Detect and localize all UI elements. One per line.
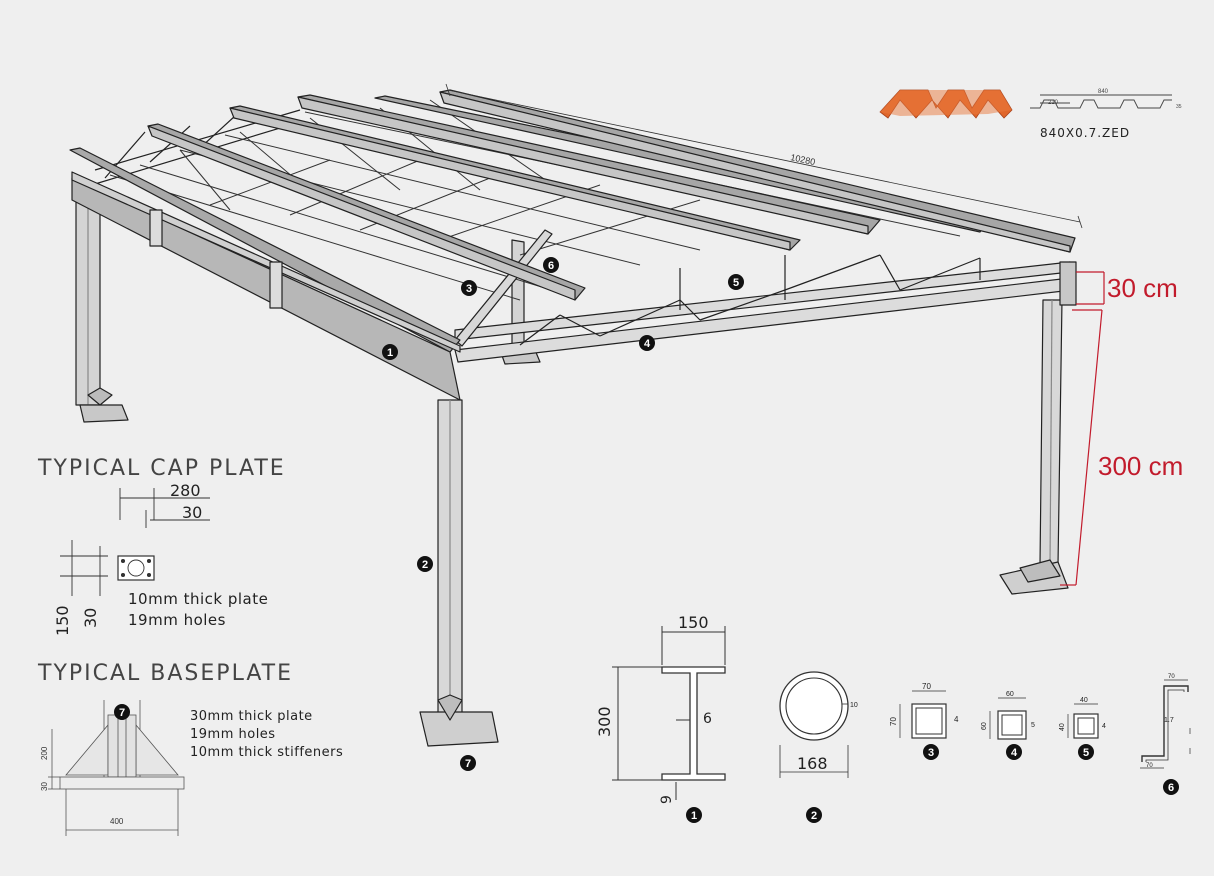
svg-text:7: 7 — [465, 758, 471, 770]
section-square-60 — [989, 697, 1027, 740]
column-height-label: 300 cm — [1098, 451, 1183, 481]
base-note-3: 10mm thick stiffeners — [190, 745, 343, 760]
ibeam-dim-width: 150 — [678, 613, 709, 632]
truss-depth-label: 30 cm — [1107, 273, 1178, 303]
sq70-dim-height: 70 — [889, 717, 898, 726]
ibeam-dim-flange: 9 — [659, 795, 675, 804]
cap-note-2: 19mm holes — [128, 611, 226, 629]
section-tag-1: 1 — [686, 807, 702, 823]
overall-length-label: 10280 — [790, 152, 817, 167]
main-ibeam — [69, 147, 461, 401]
section-tag-6: 6 — [1163, 779, 1179, 795]
callout-5: 5 — [728, 274, 744, 290]
zed-dim-middle: 1.7 — [1164, 717, 1174, 724]
zed-dim-bottom: 70 — [1146, 763, 1153, 769]
section-tag-2: 2 — [806, 807, 822, 823]
sq60-dim-height: 60 — [981, 722, 988, 730]
cap-plate-drawing — [60, 488, 210, 596]
column-front-right — [999, 299, 1069, 595]
roof-dim-height: 35 — [1176, 104, 1182, 110]
svg-text:2: 2 — [422, 559, 428, 571]
section-ibeam — [612, 626, 726, 800]
roof-dim-pitch: 210 — [1048, 100, 1059, 106]
sq40-dim-width: 40 — [1080, 697, 1088, 704]
section-zed — [1140, 679, 1191, 769]
callout-6: 6 — [543, 257, 559, 273]
section-square-70 — [899, 690, 947, 739]
roof-profile-label: 840X0.7.ZED — [1040, 126, 1130, 140]
base-note-1: 30mm thick plate — [190, 709, 313, 724]
baseplate-callout-7: 7 — [114, 704, 130, 720]
svg-text:5: 5 — [733, 277, 739, 289]
svg-text:6: 6 — [1168, 782, 1174, 794]
sq60-dim-thickness: 5 — [1031, 722, 1035, 729]
ibeam-dim-web: 6 — [703, 711, 712, 727]
cap-note-1: 10mm thick plate — [128, 590, 268, 608]
pipe-dim-thickness: 10 — [850, 702, 858, 709]
svg-text:4: 4 — [644, 338, 651, 350]
baseplate-drawing — [48, 700, 185, 836]
svg-text:5: 5 — [1083, 747, 1089, 759]
sq60-dim-width: 60 — [1006, 691, 1014, 698]
ibeam-dim-height: 300 — [595, 706, 614, 737]
roof-profile-section — [1030, 94, 1172, 109]
column-front-left — [419, 399, 499, 747]
sq40-dim-height: 40 — [1059, 723, 1066, 731]
section-tag-3: 3 — [923, 744, 939, 760]
base-dim-thickness: 30 — [40, 782, 49, 791]
steel-structure-3d — [69, 89, 1077, 747]
callout-2: 2 — [417, 556, 433, 572]
roof-dim-total: 840 — [1098, 89, 1109, 95]
base-note-2: 19mm holes — [190, 727, 276, 742]
beam-right-end — [1059, 261, 1077, 306]
svg-text:4: 4 — [1011, 747, 1018, 759]
cap-dim-height: 150 — [53, 605, 72, 636]
callout-4: 4 — [639, 335, 655, 351]
section-tag-4: 4 — [1006, 744, 1022, 760]
purlins — [147, 89, 1076, 301]
svg-text:3: 3 — [928, 747, 934, 759]
sq40-dim-thickness: 4 — [1102, 723, 1106, 730]
roof-sheet-icon — [879, 89, 1013, 119]
section-tag-5: 5 — [1078, 744, 1094, 760]
svg-text:2: 2 — [811, 810, 817, 822]
section-square-40 — [1067, 703, 1099, 739]
baseplate-title: TYPICAL BASEPLATE — [37, 661, 293, 686]
column-back-left — [75, 194, 129, 423]
pipe-dim-diameter: 168 — [797, 754, 828, 773]
base-dim-width: 400 — [110, 817, 124, 826]
callout-1: 1 — [382, 344, 398, 360]
svg-text:3: 3 — [466, 283, 472, 295]
svg-text:1: 1 — [691, 810, 697, 822]
svg-text:1: 1 — [387, 347, 393, 359]
zed-dim-top: 70 — [1168, 674, 1175, 680]
cap-plate-title: TYPICAL CAP PLATE — [37, 456, 286, 481]
height-dimensions — [1060, 271, 1105, 586]
base-dim-height: 200 — [40, 746, 49, 760]
svg-text:7: 7 — [119, 707, 125, 719]
cap-dim-hole-vert: 30 — [81, 608, 100, 628]
sq70-dim-width: 70 — [922, 682, 931, 691]
sq70-dim-thickness: 4 — [954, 715, 959, 724]
callout-3: 3 — [461, 280, 477, 296]
callout-7: 7 — [460, 755, 476, 771]
section-pipe — [779, 671, 849, 778]
cap-dim-hole-offset: 30 — [182, 503, 202, 522]
svg-text:6: 6 — [548, 260, 554, 272]
cap-dim-width: 280 — [170, 481, 201, 500]
